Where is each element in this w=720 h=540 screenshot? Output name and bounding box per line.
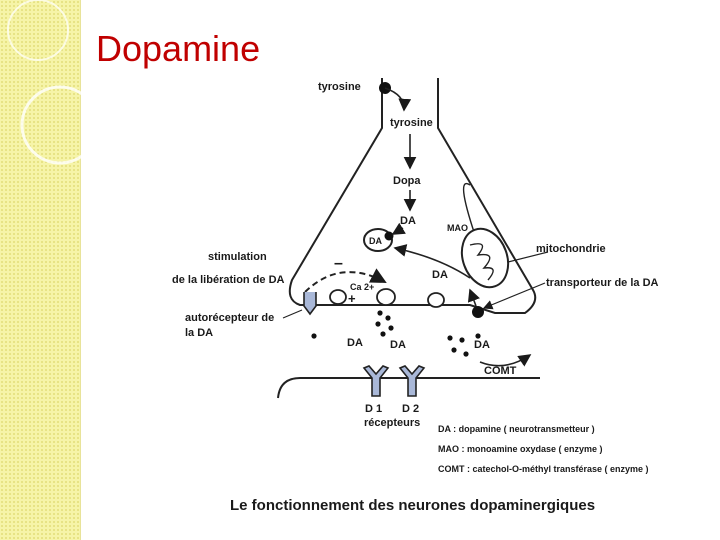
da-autoreceptor	[303, 292, 317, 316]
label-calcium: Ca 2+	[350, 282, 374, 292]
decorative-side-band	[0, 0, 80, 540]
decor-circle-large	[20, 85, 100, 165]
mitochondrie-pointer	[507, 251, 549, 263]
arrow-reuptake	[467, 288, 480, 307]
label-transporteur: transporteur de la DA	[546, 277, 659, 289]
decor-circle-small	[7, 0, 69, 61]
label-da-mid: DA	[432, 269, 448, 281]
label-autorecepteur-line2: la DA	[185, 327, 213, 339]
terminal-vesicle-2	[427, 292, 445, 308]
label-mao: MAO	[447, 223, 468, 233]
label-d1: D 1	[365, 403, 382, 415]
label-dopa: Dopa	[393, 175, 421, 187]
label-stimulation-line1: stimulation	[208, 251, 267, 263]
autorecepteur-pointer	[282, 309, 303, 319]
terminal-vesicle-fusing	[376, 288, 396, 306]
label-autorecepteur-line1: autorécepteur de	[185, 312, 274, 324]
calcium-dashed-arrow	[304, 268, 387, 293]
diagram-caption: Le fonctionnement des neurones dopaminer…	[230, 497, 595, 514]
mao-arc	[462, 182, 476, 236]
label-tyrosine-outside: tyrosine	[318, 81, 361, 93]
label-tyrosine-inside: tyrosine	[390, 117, 433, 129]
d1-receptor	[362, 365, 390, 397]
side-band-divider	[80, 0, 81, 540]
legend-comt: COMT : catechol-O-méthyl transférase ( e…	[438, 464, 649, 474]
arrow-da-recycle-to-vesicle	[393, 244, 471, 279]
d2-receptor	[398, 365, 426, 397]
da-transporter-dot	[472, 306, 484, 318]
label-da-cleft-3: DA	[474, 339, 490, 351]
comt-arrow	[479, 354, 532, 367]
transporteur-pointer	[482, 282, 546, 310]
label-d2: D 2	[402, 403, 419, 415]
label-minus: –	[334, 255, 343, 272]
label-mitochondrie: mitochondrie	[536, 243, 606, 255]
arrow-da-into-vesicle	[391, 222, 406, 235]
released-dopamine-dots	[311, 310, 481, 357]
label-stimulation-line2: de la libération de DA	[172, 274, 285, 286]
mitochondrion-cristae	[469, 243, 494, 281]
label-plus: +	[348, 291, 356, 306]
label-da-top: DA	[400, 215, 416, 227]
mitochondrion	[460, 227, 510, 289]
label-da-cleft-1: DA	[347, 337, 363, 349]
legend-mao: MAO : monoamine oxydase ( enzyme )	[438, 444, 603, 454]
legend-da: DA : dopamine ( neurotransmetteur )	[438, 424, 595, 434]
label-da-cleft-2: DA	[390, 339, 406, 351]
slide-title: Dopamine	[96, 28, 261, 69]
tyrosine-entry-arrow	[384, 87, 412, 112]
terminal-vesicle-1	[329, 289, 347, 305]
label-da-vesicle: DA	[369, 236, 382, 246]
label-recepteurs: récepteurs	[364, 417, 420, 429]
postsynaptic-membrane	[277, 377, 540, 399]
vesicle-transporter-dot	[384, 231, 394, 241]
label-comt: COMT	[484, 365, 517, 377]
